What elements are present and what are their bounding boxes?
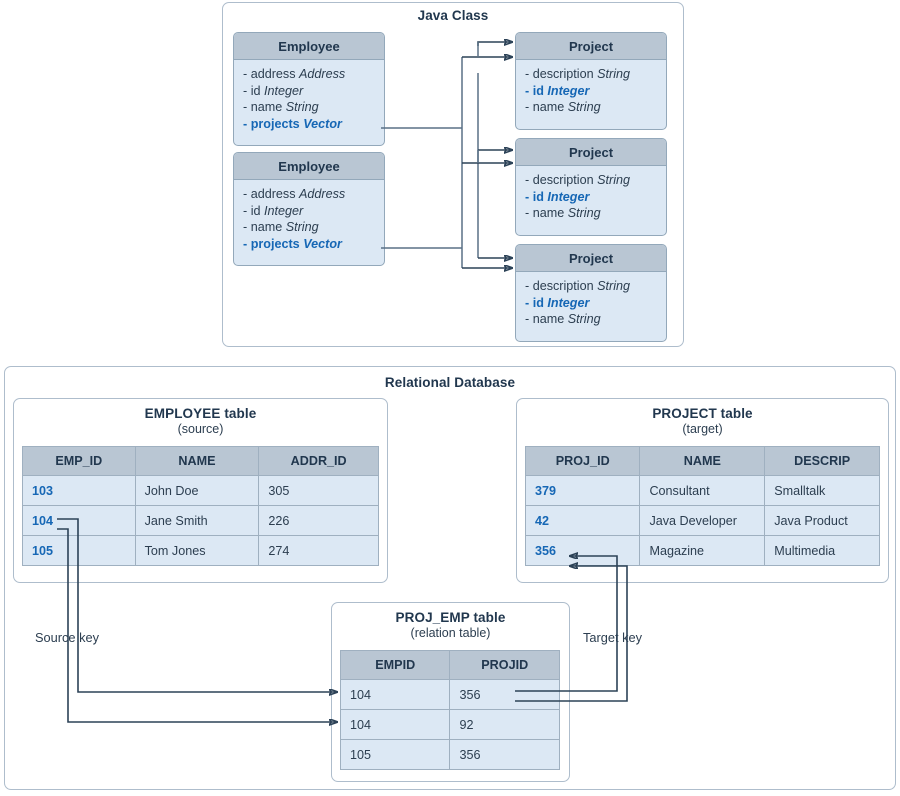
- attribute-row: - name String: [243, 100, 319, 114]
- table-row: 105 356: [339, 739, 560, 770]
- cell-empid: 105: [339, 739, 451, 770]
- uml-attributes: - address Address - id Integer - name St…: [234, 180, 384, 258]
- attribute-row: - address Address: [243, 187, 346, 201]
- cell-addr-id: 305: [258, 475, 379, 506]
- attribute-row-key: - id Integer: [525, 189, 590, 204]
- cell-name: Jane Smith: [134, 505, 260, 536]
- cell-emp-id: 103: [22, 475, 136, 506]
- project-table-subtitle: (target): [682, 422, 723, 436]
- uml-class-project-2: Project - description String - id Intege…: [515, 138, 667, 236]
- attribute-row: - description String: [525, 279, 631, 293]
- cell-descrip: Multimedia: [764, 535, 880, 566]
- cell-name: Tom Jones: [134, 535, 260, 566]
- uml-class-employee-1: Employee - address Address - id Integer …: [233, 32, 385, 146]
- column-header: PROJID: [449, 650, 560, 680]
- source-key-label: Source key: [30, 629, 105, 646]
- table-row: 42 Java Developer Java Product: [524, 505, 880, 536]
- employee-table-subtitle: (source): [177, 422, 224, 436]
- table-row: 104 356: [339, 679, 560, 710]
- uml-class-project-1: Project - description String - id Intege…: [515, 32, 667, 130]
- cell-projid: 356: [449, 739, 560, 770]
- proj-emp-table-title: PROJ_EMP table: [395, 610, 506, 625]
- attribute-row-key: - id Integer: [525, 83, 590, 98]
- cell-emp-id: 105: [22, 535, 136, 566]
- project-table: PROJ_ID NAME DESCRIP 379 Consultant Smal…: [524, 446, 880, 566]
- cell-addr-id: 274: [258, 535, 379, 566]
- column-header: DESCRIP: [764, 446, 880, 476]
- attribute-row: - description String: [525, 173, 631, 187]
- cell-name: Consultant: [639, 475, 766, 506]
- attribute-row: - id Integer: [243, 203, 304, 218]
- employee-table-title: EMPLOYEE table: [144, 406, 257, 421]
- cell-empid: 104: [339, 679, 451, 710]
- column-header: NAME: [134, 446, 260, 476]
- uml-class-employee-2: Employee - address Address - id Integer …: [233, 152, 385, 266]
- column-header: EMPID: [339, 650, 451, 680]
- attribute-row: - name String: [243, 220, 319, 234]
- cell-name: Magazine: [639, 535, 766, 566]
- uml-attributes: - description String - id Integer - name…: [516, 272, 666, 334]
- cell-proj-id: 379: [524, 475, 641, 506]
- cell-name: John Doe: [134, 475, 260, 506]
- uml-class-name: Project: [516, 33, 666, 60]
- cell-name: Java Developer: [639, 505, 766, 536]
- table-row: 103 John Doe 305: [22, 475, 379, 506]
- uml-class-name: Employee: [234, 33, 384, 60]
- table-header-row: EMPID PROJID: [339, 650, 560, 680]
- attribute-row: - name String: [525, 100, 601, 114]
- relational-database-title: Relational Database: [384, 375, 516, 390]
- attribute-row: - description String: [525, 67, 631, 81]
- target-key-label: Target key: [578, 629, 648, 646]
- uml-class-name: Employee: [234, 153, 384, 180]
- cell-emp-id: 104: [22, 505, 136, 536]
- attribute-row: - name String: [525, 312, 601, 326]
- table-header-row: PROJ_ID NAME DESCRIP: [524, 446, 880, 476]
- attribute-row: - address Address: [243, 67, 346, 81]
- table-row: 105 Tom Jones 274: [22, 535, 379, 566]
- uml-attributes: - description String - id Integer - name…: [516, 166, 666, 228]
- table-row: 104 Jane Smith 226: [22, 505, 379, 536]
- uml-class-project-3: Project - description String - id Intege…: [515, 244, 667, 342]
- table-row: 379 Consultant Smalltalk: [524, 475, 880, 506]
- cell-empid: 104: [339, 709, 451, 740]
- attribute-row-key: - projects Vector: [243, 236, 342, 251]
- uml-class-name: Project: [516, 245, 666, 272]
- column-header: ADDR_ID: [258, 446, 379, 476]
- table-row: 356 Magazine Multimedia: [524, 535, 880, 566]
- cell-proj-id: 356: [524, 535, 641, 566]
- column-header: PROJ_ID: [524, 446, 641, 476]
- attribute-row-key: - id Integer: [525, 295, 590, 310]
- proj-emp-table: EMPID PROJID 104 356 104 92 105 356: [339, 650, 560, 770]
- cell-proj-id: 42: [524, 505, 641, 536]
- column-header: NAME: [639, 446, 766, 476]
- cell-descrip: Java Product: [764, 505, 880, 536]
- cell-descrip: Smalltalk: [764, 475, 880, 506]
- cell-addr-id: 226: [258, 505, 379, 536]
- project-table-title: PROJECT table: [652, 406, 753, 421]
- uml-attributes: - description String - id Integer - name…: [516, 60, 666, 122]
- cell-projid: 92: [449, 709, 560, 740]
- attribute-row: - name String: [525, 206, 601, 220]
- column-header: EMP_ID: [22, 446, 136, 476]
- employee-table: EMP_ID NAME ADDR_ID 103 John Doe 305 104…: [22, 446, 379, 566]
- java-class-title: Java Class: [417, 8, 489, 23]
- proj-emp-table-subtitle: (relation table): [410, 626, 491, 640]
- table-header-row: EMP_ID NAME ADDR_ID: [22, 446, 379, 476]
- uml-attributes: - address Address - id Integer - name St…: [234, 60, 384, 138]
- attribute-row-key: - projects Vector: [243, 116, 342, 131]
- table-row: 104 92: [339, 709, 560, 740]
- cell-projid: 356: [449, 679, 560, 710]
- uml-class-name: Project: [516, 139, 666, 166]
- attribute-row: - id Integer: [243, 83, 304, 98]
